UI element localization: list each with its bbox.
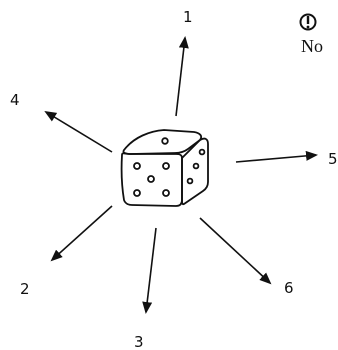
note-text: No: [301, 36, 323, 56]
arrow-5: [235, 150, 318, 163]
arrow-2: [50, 205, 113, 262]
arrow-label-6: 6: [284, 279, 294, 297]
arrow-label-5: 5: [328, 150, 338, 168]
arrow-label-2: 2: [20, 280, 30, 298]
arrow-1: [175, 36, 189, 117]
arrow-4: [44, 110, 113, 153]
arrow-3: [142, 227, 157, 314]
exclamation-circle-icon: [299, 13, 317, 31]
arrow-6: [199, 217, 272, 285]
note-callout: No: [299, 13, 323, 56]
arrow-label-4: 4: [10, 91, 20, 109]
arrow-label-1: 1: [183, 8, 193, 26]
arrow-label-3: 3: [134, 333, 144, 350]
die-icon: [120, 129, 209, 207]
